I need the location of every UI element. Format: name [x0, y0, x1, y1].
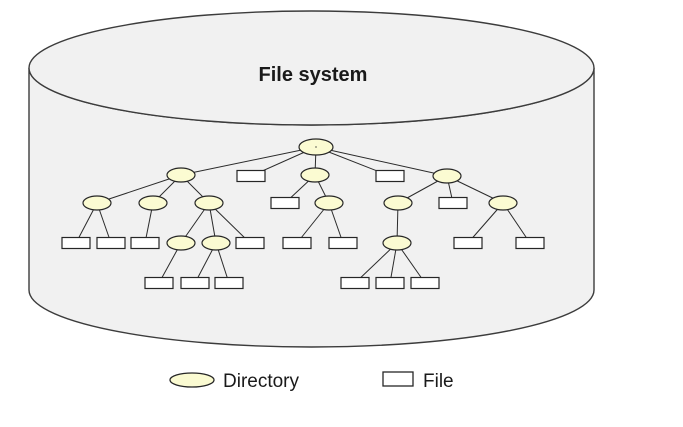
tree-edge [180, 146, 317, 176]
file-node [282, 236, 312, 250]
directory-node [382, 235, 412, 251]
directory-node [194, 195, 224, 211]
directory-node [166, 235, 196, 251]
diagram-title: File system [259, 64, 368, 86]
directory-node [432, 168, 462, 184]
file-node [214, 276, 244, 290]
file-node [328, 236, 358, 250]
directory-node [383, 195, 413, 211]
file-node [515, 236, 545, 250]
directory-node [314, 195, 344, 211]
legend-directory-label: Directory [223, 371, 300, 392]
legend: Directory File [169, 371, 454, 392]
cylinder-top [28, 10, 595, 126]
directory-node [488, 195, 518, 211]
file-node [270, 196, 300, 210]
directory-node [300, 167, 330, 183]
file-node [180, 276, 210, 290]
file-node [410, 276, 440, 290]
root-dot [315, 146, 317, 148]
tree-edge [315, 146, 448, 177]
directory-node [82, 195, 112, 211]
file-node [235, 236, 265, 250]
file-node [144, 276, 174, 290]
legend-file-icon [382, 371, 414, 387]
legend-directory-icon [169, 372, 215, 388]
file-node [61, 236, 91, 250]
file-node [453, 236, 483, 250]
directory-node [138, 195, 168, 211]
directory-node [201, 235, 231, 251]
file-node [375, 276, 405, 290]
file-node [130, 236, 160, 250]
file-node [236, 169, 266, 183]
file-node [340, 276, 370, 290]
file-node [438, 196, 468, 210]
tree-edge [96, 174, 182, 204]
tree-nodes [61, 138, 545, 290]
file-node [375, 169, 405, 183]
directory-node [166, 167, 196, 183]
file-node [96, 236, 126, 250]
legend-file-label: File [423, 371, 454, 392]
